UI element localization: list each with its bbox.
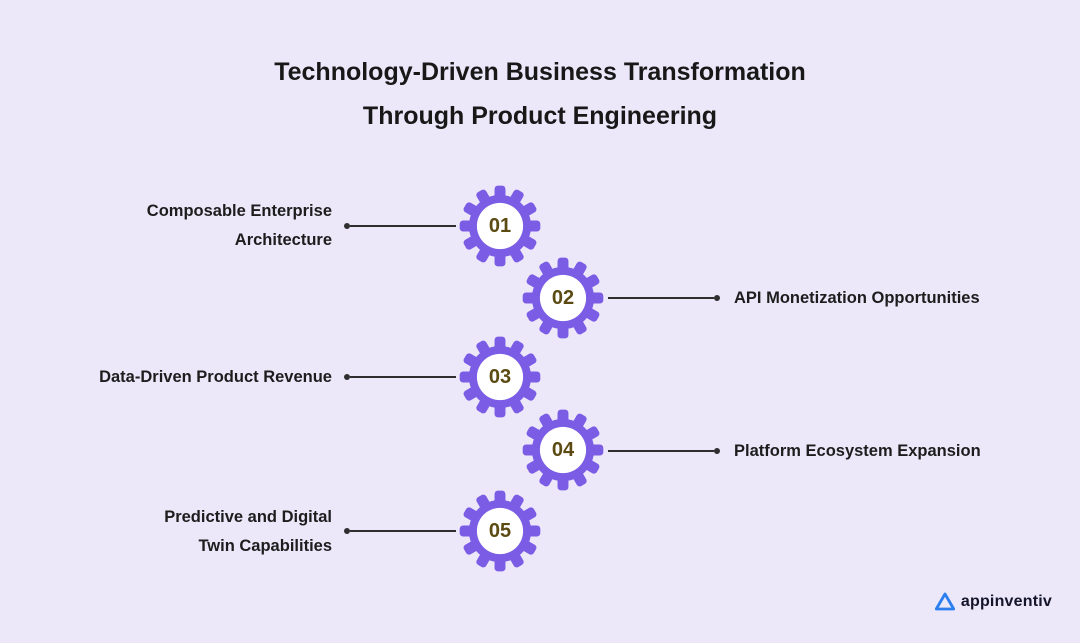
page-title-line2: Through Product Engineering bbox=[362, 102, 718, 130]
connector-dot bbox=[344, 223, 350, 229]
gear-icon bbox=[522, 257, 604, 339]
appinventiv-triangle-icon bbox=[934, 592, 955, 611]
connector-dot bbox=[344, 528, 350, 534]
connector-line bbox=[350, 376, 456, 378]
page-title: Technology-Driven Business Transformatio… bbox=[0, 50, 1080, 138]
item-2-label: API Monetization Opportunities bbox=[734, 289, 980, 307]
appinventiv-logo-text: appinventiv bbox=[960, 592, 1052, 610]
gear-4: 04 bbox=[521, 408, 605, 492]
item-3-label: Data-Driven Product Revenue bbox=[99, 368, 332, 386]
gear-4-number: 04 bbox=[551, 438, 575, 461]
item-5-label: Predictive and Digital Twin Capabilities bbox=[164, 508, 332, 555]
connector-line bbox=[608, 297, 714, 299]
connector-line bbox=[608, 450, 714, 452]
page-title-line1: Technology-Driven Business Transformatio… bbox=[274, 58, 806, 86]
gear-icon bbox=[459, 185, 541, 267]
gear-3-number: 03 bbox=[488, 365, 512, 388]
gear-1: 01 bbox=[458, 184, 542, 268]
connector-dot bbox=[714, 448, 720, 454]
item-2-connector bbox=[608, 295, 720, 301]
gear-1-number: 01 bbox=[488, 214, 512, 237]
connector-line bbox=[350, 225, 456, 227]
connector-line bbox=[350, 530, 456, 532]
gear-5: 05 bbox=[458, 489, 542, 573]
gear-icon bbox=[522, 409, 604, 491]
gear-icon bbox=[459, 336, 541, 418]
gear-5-number: 05 bbox=[488, 519, 512, 542]
item-4-connector bbox=[608, 448, 720, 454]
gear-3: 03 bbox=[458, 335, 542, 419]
item-4-label: Platform Ecosystem Expansion bbox=[734, 442, 981, 460]
gear-2: 02 bbox=[521, 256, 605, 340]
appinventiv-logo: appinventiv bbox=[934, 592, 1052, 611]
connector-dot bbox=[344, 374, 350, 380]
gear-icon bbox=[459, 490, 541, 572]
gear-2-number: 02 bbox=[551, 286, 575, 309]
item-1-connector bbox=[344, 223, 456, 229]
item-5-connector bbox=[344, 528, 456, 534]
item-3-connector bbox=[344, 374, 456, 380]
connector-dot bbox=[714, 295, 720, 301]
item-1-label: Composable Enterprise Architecture bbox=[146, 202, 332, 249]
